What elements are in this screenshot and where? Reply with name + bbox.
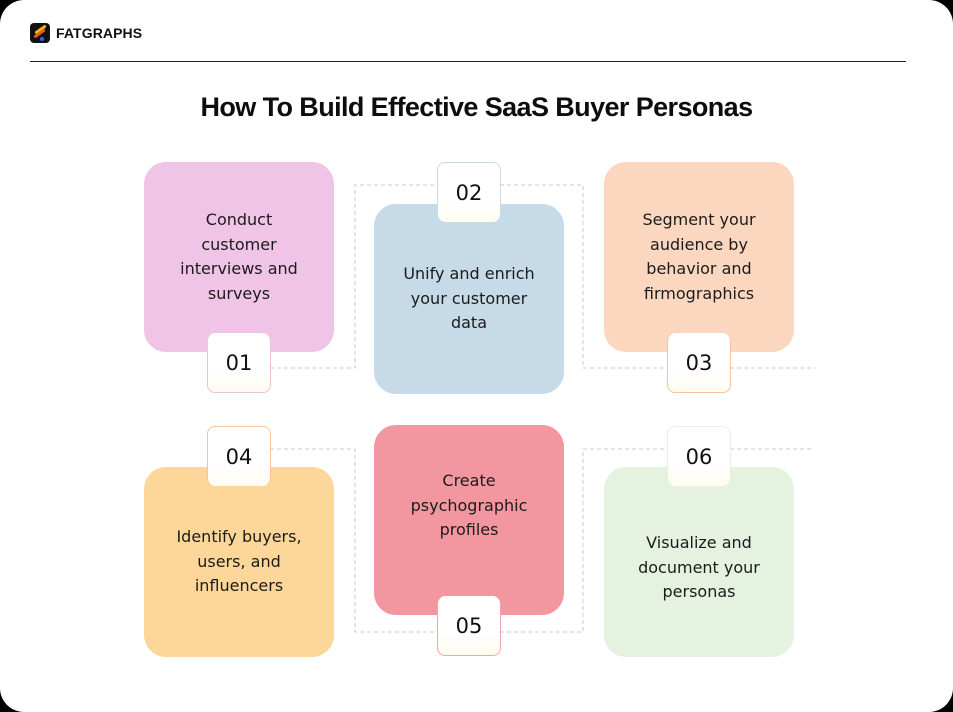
- step-number-tag-2: 02: [437, 162, 501, 222]
- step-text: Visualize and document your personas: [638, 533, 760, 602]
- step-text: Unify and enrich your customer data: [403, 264, 535, 333]
- step-text: Segment your audience by behavior and fi…: [642, 210, 756, 303]
- step-card-3: Segment your audience by behavior and fi…: [604, 162, 794, 352]
- step-number-tag-5: 05: [437, 596, 501, 656]
- step-text: Conduct customer interviews and surveys: [180, 210, 298, 303]
- step-number-tag-3: 03: [667, 333, 731, 393]
- step-text: Identify buyers, users, and influencers: [176, 527, 302, 596]
- step-text: Create psychographic profiles: [410, 471, 528, 539]
- step-card-5: Create psychographic profiles: [374, 425, 564, 615]
- brand-name: FATGRAPHS: [56, 25, 143, 41]
- header-divider: [30, 61, 906, 62]
- step-number-tag-1: 01: [207, 333, 271, 393]
- brand: FATGRAPHS: [30, 23, 142, 43]
- step-number-tag-4: 04: [207, 426, 271, 486]
- step-card-1: Conduct customer interviews and surveys: [144, 162, 334, 352]
- fatgraphs-logo-icon: [30, 23, 50, 43]
- step-card-4: Identify buyers, users, and influencers: [144, 467, 334, 657]
- step-card-2: Unify and enrich your customer data: [374, 204, 564, 394]
- step-number-tag-6: 06: [667, 426, 731, 486]
- page-title: How To Build Effective SaaS Buyer Person…: [200, 92, 754, 122]
- step-card-6: Visualize and document your personas: [604, 467, 794, 657]
